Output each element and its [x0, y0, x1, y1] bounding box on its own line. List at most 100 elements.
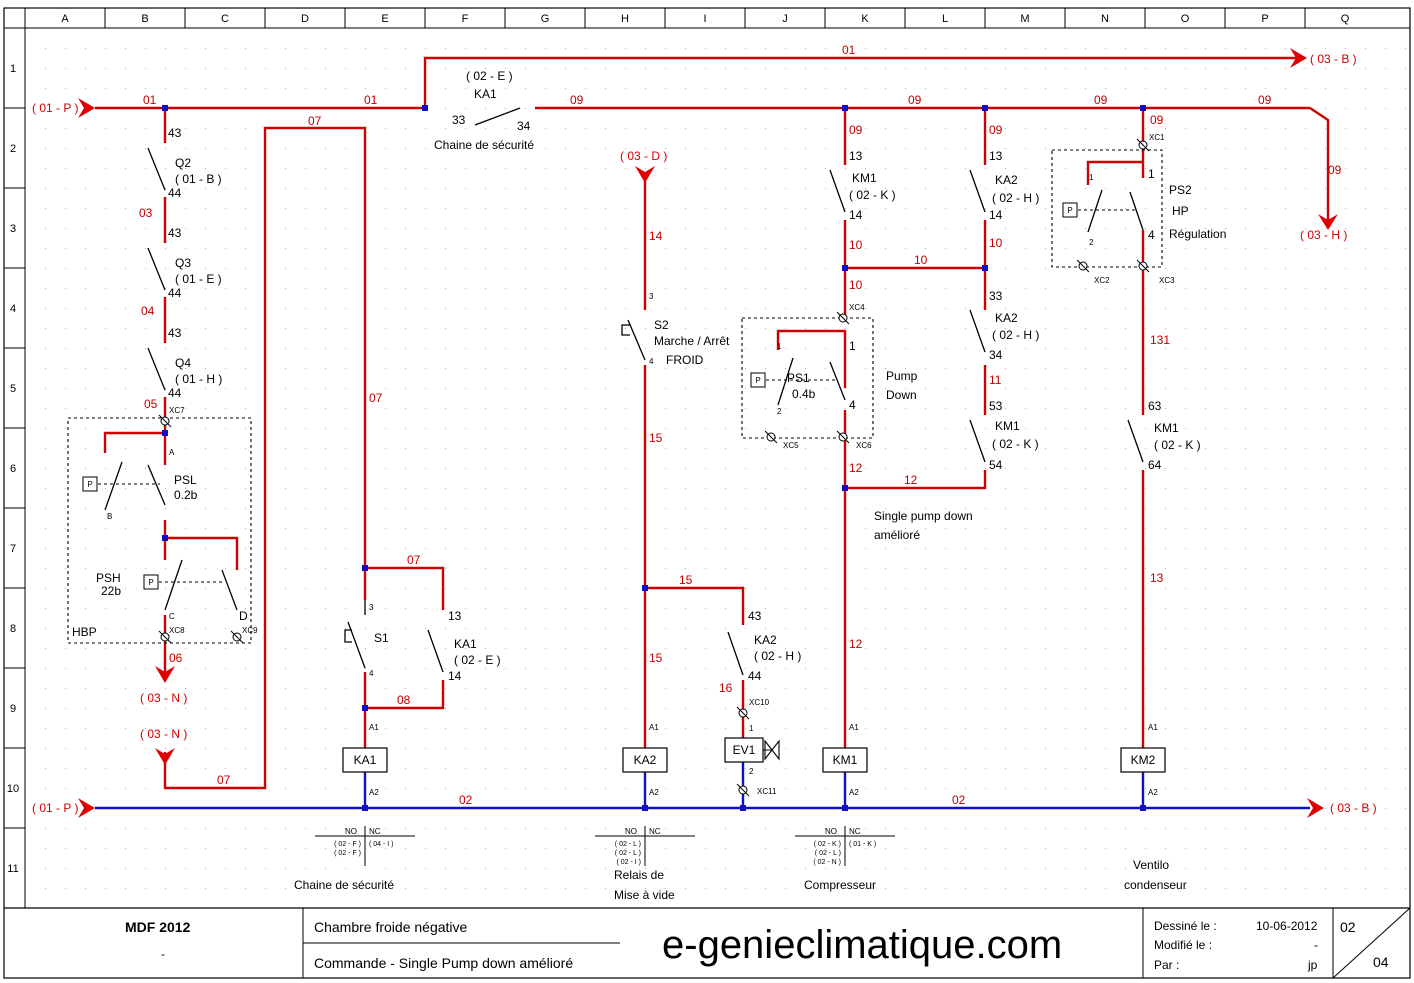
svg-text:Single pump down: Single pump down [874, 509, 973, 523]
svg-text:A1: A1 [369, 723, 379, 732]
svg-text:4: 4 [649, 357, 654, 366]
svg-text:-: - [161, 947, 165, 961]
ps2-box [1051, 149, 1163, 268]
svg-text:10: 10 [989, 236, 1003, 250]
terminal-icon [836, 311, 850, 325]
svg-text:0.4b: 0.4b [792, 387, 816, 401]
arrow-03n-out [155, 666, 175, 683]
svg-text:D: D [239, 609, 248, 623]
company-name: MDF 2012 [125, 919, 191, 935]
title-line-2: Commande - Single Pump down amélioré [314, 955, 573, 971]
column-label: M [1020, 13, 1029, 25]
svg-text:jp: jp [1307, 958, 1318, 972]
svg-text:A2: A2 [649, 788, 659, 797]
title-line-1: Chambre froide négative [314, 919, 468, 935]
svg-text:02: 02 [459, 793, 473, 807]
column-label: O [1181, 13, 1190, 25]
q4-label: Q4 [175, 356, 191, 370]
svg-text:HP: HP [1172, 204, 1189, 218]
arrow-in-top [78, 98, 95, 118]
hbp-label: HBP [72, 625, 97, 639]
svg-text:09: 09 [989, 123, 1003, 137]
row-label: 11 [7, 863, 18, 875]
svg-text:2: 2 [777, 407, 782, 416]
title-block: MDF 2012 - Chambre froide négative Comma… [4, 907, 1411, 979]
xref-no-entry: ( 02 - I ) [616, 859, 641, 866]
xref-header-nc: NC [649, 827, 661, 836]
coil-km2-label: KM2 [1131, 753, 1156, 767]
svg-text:Chaine de sécurité: Chaine de sécurité [434, 138, 534, 152]
column-label: E [381, 13, 388, 25]
ref-in-bottom: ( 01 - P ) [32, 801, 78, 815]
svg-text:A: A [169, 448, 175, 457]
website-label: e-genieclimatique.com [662, 923, 1062, 967]
svg-text:22b: 22b [101, 584, 121, 598]
row-label: 10 [7, 783, 19, 795]
svg-text:4: 4 [1148, 228, 1155, 242]
ps2-label: PS2 [1169, 183, 1192, 197]
svg-text:12: 12 [849, 637, 863, 651]
svg-text:Régulation: Régulation [1169, 227, 1226, 241]
column-label: H [621, 13, 629, 25]
svg-text:07: 07 [369, 391, 383, 405]
svg-text:14: 14 [989, 208, 1003, 222]
svg-text:13: 13 [1150, 571, 1164, 585]
column-label: N [1101, 13, 1109, 25]
row-label: 5 [10, 383, 16, 395]
svg-text:( 02 - K ): ( 02 - K ) [992, 437, 1039, 451]
ka2-a-label: KA2 [995, 173, 1018, 187]
terminal-icon [836, 430, 850, 444]
row-label: 1 [10, 63, 16, 75]
svg-text:C: C [169, 612, 175, 621]
hbp-box [67, 417, 252, 644]
svg-text:Modifié le :: Modifié le : [1154, 938, 1212, 952]
s2-label: S2 [654, 318, 669, 332]
svg-text:07: 07 [217, 773, 231, 787]
coil-km2: KM2 [1120, 747, 1166, 773]
xref-header-no: NO [345, 827, 357, 836]
svg-text:XC4: XC4 [849, 303, 865, 312]
arrow-03d [635, 166, 655, 183]
svg-text:XC10: XC10 [749, 698, 770, 707]
xref-no-entry: ( 02 - L ) [615, 841, 641, 848]
svg-text:11: 11 [989, 373, 1002, 387]
ka1-hold-label: KA1 [454, 637, 477, 651]
svg-text:34: 34 [989, 348, 1003, 362]
svg-text:07: 07 [308, 114, 322, 128]
ref-03d: ( 03 - D ) [620, 149, 667, 163]
svg-text:53: 53 [989, 399, 1003, 413]
column-label: B [141, 13, 148, 25]
svg-text:XC3: XC3 [1159, 276, 1175, 285]
svg-text:03: 03 [139, 206, 153, 220]
coil-ka2-label: KA2 [634, 753, 657, 767]
wire-numbers: 01 01 01 09 09 09 09 09 09 09 09 03 04 0… [139, 43, 1342, 807]
svg-text:44: 44 [748, 669, 762, 683]
row-label: 9 [10, 703, 16, 715]
ka2-ev-label: KA2 [754, 633, 777, 647]
ev1-label: EV1 [733, 743, 756, 757]
column-label: F [462, 13, 469, 25]
terminal-icon [158, 414, 172, 428]
q3-label: Q3 [175, 256, 191, 270]
coil-km1-label: KM1 [833, 753, 858, 767]
component-labels: 43 Q2 ( 01 - B ) 44 43 Q3 ( 01 - E ) 44 … [72, 69, 1226, 797]
svg-text:P: P [755, 376, 760, 385]
svg-text:4: 4 [369, 669, 374, 678]
terminal-icon [736, 783, 750, 797]
svg-text:XC9: XC9 [242, 626, 258, 635]
svg-text:07: 07 [407, 553, 421, 567]
ka1-main-label: KA1 [474, 87, 497, 101]
column-label: P [1261, 13, 1268, 25]
svg-text:44: 44 [168, 286, 182, 300]
svg-text:3: 3 [649, 292, 654, 301]
svg-text:09: 09 [570, 93, 584, 107]
row-label: 7 [10, 543, 16, 555]
svg-text:XC11: XC11 [757, 787, 777, 796]
svg-text:A1: A1 [649, 723, 659, 732]
km1-a-label: KM1 [852, 171, 877, 185]
svg-text:Compresseur: Compresseur [804, 878, 876, 892]
